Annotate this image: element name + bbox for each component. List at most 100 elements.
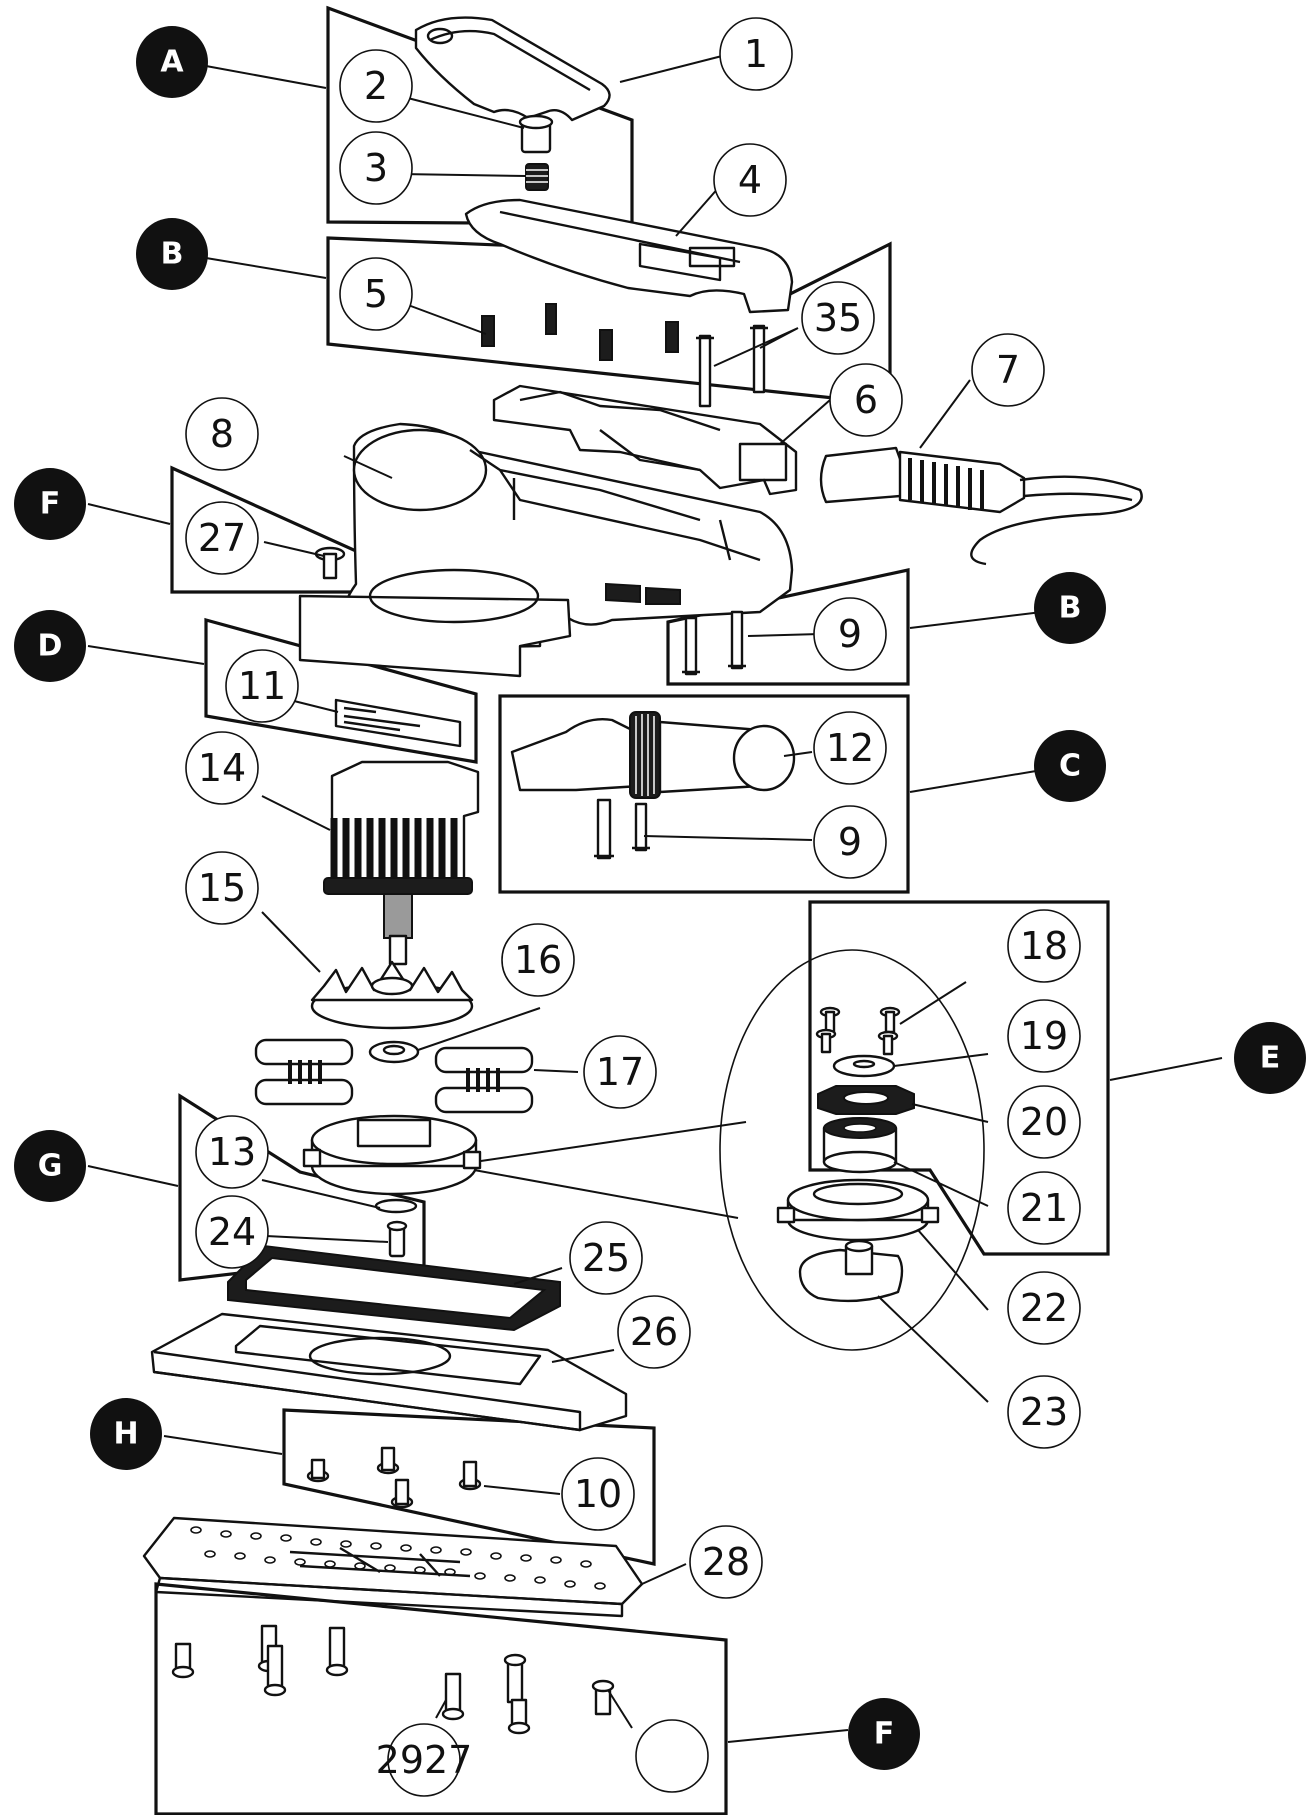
callout-number: 8 [210,412,234,456]
callout-number: 12 [826,726,874,770]
group-marker-b: B [1034,572,1106,644]
group-marker-h: H [90,1398,162,1470]
group-disc [14,610,86,682]
callout-35: 35 [801,281,875,355]
part-damper-right [434,1046,534,1114]
frame-group-d [204,617,478,764]
part-long-screws [696,324,768,408]
callout-number: 16 [514,938,562,982]
group-disc [136,26,208,98]
group-disc [1034,730,1106,802]
part-power-cord [819,446,1143,566]
part-base-plate [150,1312,628,1432]
part-rivet-top [314,546,346,580]
callout-circle [339,49,413,123]
callout-number: 22 [1020,1286,1068,1330]
group-marker-c: C [1034,730,1106,802]
callout-circle [1007,1271,1081,1345]
part-spring [525,163,549,191]
callout-circle [185,397,259,471]
group-marker-d: D [14,610,86,682]
part-bottom-screws [171,1624,615,1735]
group-disc [1234,1022,1306,1094]
callout-23: 23 [1007,1375,1081,1449]
group-disc [14,468,86,540]
callout-number: 9 [838,820,862,864]
callout-number: 14 [198,746,246,790]
callout-circle [195,1115,269,1189]
group-marker-g: G [14,1130,86,1202]
callout-number: 27 [198,516,246,560]
callout-4: 4 [713,143,787,217]
part-counterweight [798,1239,904,1303]
part-bearing [822,1117,898,1174]
part-bearing-screws [815,1006,901,1056]
frame-group-c [498,694,910,894]
frame-group-e [808,900,1110,1256]
callout-circle [195,1195,269,1269]
detail-line-e-top [473,1121,747,1163]
callout-2: 2 [339,49,413,123]
part-top-cap [414,16,611,122]
callout-circle [719,17,793,91]
part-screws-b-mid [682,610,746,676]
group-letter: F [40,487,61,522]
callout-circle [813,597,887,671]
part-rating-label [334,698,462,748]
callout-number: 15 [198,866,246,910]
callout-number: 10 [574,1472,622,1516]
callout-circle [339,131,413,205]
part-circuit-board [492,384,798,496]
group-marker-e: E [1234,1022,1306,1094]
group-letter: A [160,45,184,80]
callout-number: 20 [1020,1100,1068,1144]
group-marker-b: B [136,218,208,290]
part-knob [518,114,554,154]
group-arrows [87,65,1223,1743]
callout-number: 2927 [376,1738,473,1782]
callout-28: 28 [689,1525,763,1599]
callout-number: 1 [744,32,768,76]
part-switch-housing [464,198,794,314]
detail-line-e-bottom [473,1169,739,1219]
callout-circle [971,333,1045,407]
callout-circle [635,1719,709,1793]
group-disc [848,1698,920,1770]
group-letter: C [1059,749,1081,784]
part-bearing-housing [776,1178,940,1242]
callout-circle [1007,1085,1081,1159]
callout-circle [501,923,575,997]
callout-21: 21 [1007,1171,1081,1245]
callout-26: 26 [617,1295,691,1369]
callout-number: 9 [838,612,862,656]
callout-circle [185,501,259,575]
callout-number: 18 [1020,924,1068,968]
callout-circle [185,731,259,805]
callout-number: 28 [702,1540,750,1584]
callout-24: 24 [195,1195,269,1269]
callout-number: 24 [208,1210,256,1254]
callout-number: 3 [364,146,388,190]
callout-circle [713,143,787,217]
callout-circle [583,1035,657,1109]
callout-number: 5 [364,272,388,316]
part-motor [323,760,480,966]
callout-11: 11 [225,649,299,723]
group-marker-f: F [848,1698,920,1770]
group-letter: B [161,237,184,272]
callout-circle [689,1525,763,1599]
part-fan [310,960,474,1030]
callout-6: 6 [829,363,903,437]
callout-8: 8 [185,397,259,471]
callout-15: 15 [185,851,259,925]
part-sanding-pad [142,1516,644,1618]
callout-circle [1007,1375,1081,1449]
callout-number: 11 [238,664,286,708]
callout-circle [1007,909,1081,983]
frame-group-b-mid [666,568,910,686]
part-pin [386,1220,408,1258]
callout-2927: 2927 [376,1723,473,1797]
callout-number: 13 [208,1130,256,1174]
part-screws-c [594,798,650,860]
